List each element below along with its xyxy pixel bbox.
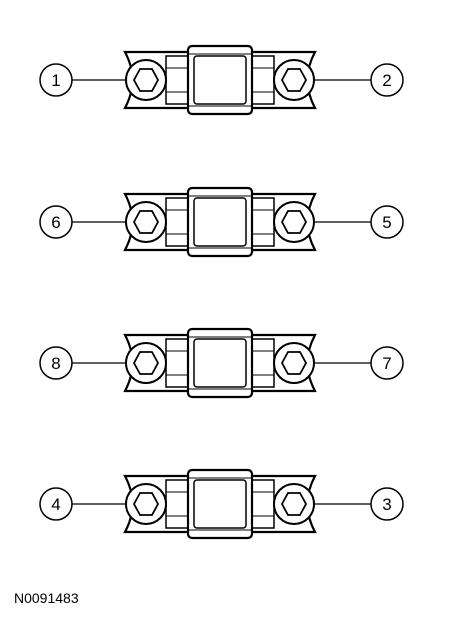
callout-circle-left xyxy=(39,63,73,97)
bearing-cap-body xyxy=(123,468,317,540)
callout-number-left: 8 xyxy=(51,354,60,373)
callout-circle-right xyxy=(370,63,404,97)
callout-number-left: 4 xyxy=(51,495,60,514)
callout-circle-left xyxy=(39,205,73,239)
callout-number-right: 7 xyxy=(382,354,391,373)
callout-circle-right xyxy=(370,346,404,380)
bearing-cap-body xyxy=(123,327,317,399)
callout-circle-left xyxy=(39,487,73,521)
callout-circle-left xyxy=(39,346,73,380)
callout-number-right: 3 xyxy=(382,495,391,514)
bearing-cap-body xyxy=(123,186,317,258)
callout-circle-right xyxy=(370,205,404,239)
callout-number-right: 5 xyxy=(382,213,391,232)
figure-id-label: N0091483 xyxy=(14,590,79,606)
callout-circle-right xyxy=(370,487,404,521)
bearing-cap-body xyxy=(123,44,317,116)
callout-number-left: 1 xyxy=(51,71,60,90)
callout-number-left: 6 xyxy=(51,213,60,232)
callout-number-right: 2 xyxy=(382,71,391,90)
